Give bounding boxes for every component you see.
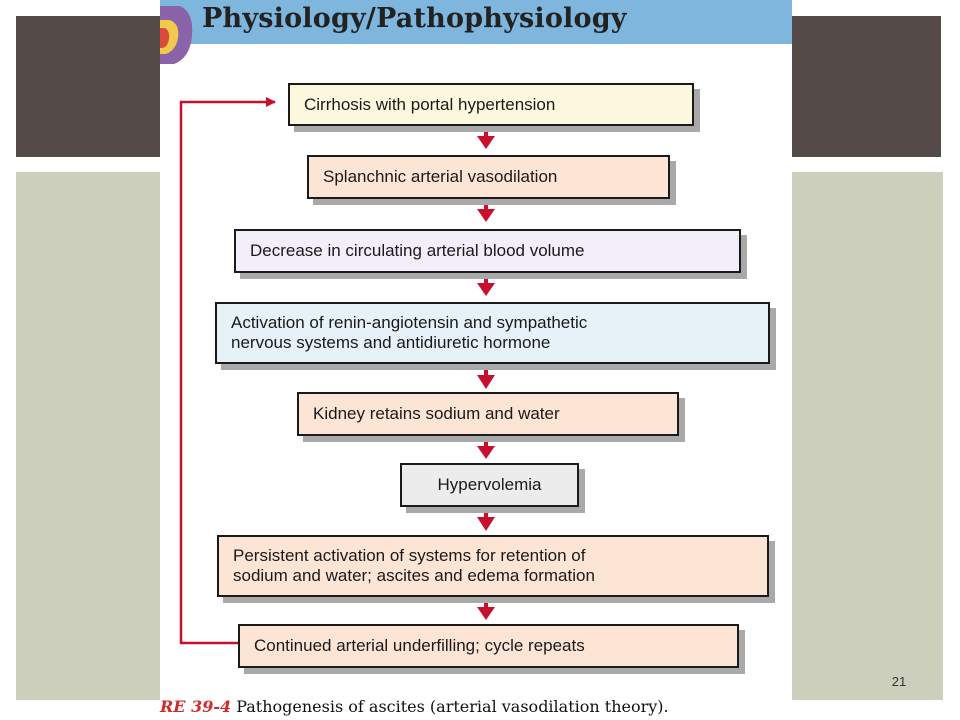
flow-step-kidney: Kidney retains sodium and water	[297, 392, 679, 436]
figure-caption: RE 39-4 Pathogenesis of ascites (arteria…	[160, 697, 669, 716]
flow-step-text: Persistent activation of systems for ret…	[233, 546, 595, 586]
flow-step-underfilling: Continued arterial underfilling; cycle r…	[238, 624, 739, 668]
caption-text: Pathogenesis of ascites (arterial vasodi…	[236, 697, 669, 716]
down-arrow	[477, 199, 495, 222]
flow-step-text: Cirrhosis with portal hypertension	[304, 94, 556, 114]
flow-step-line: nervous systems and antidiuretic hormone	[231, 333, 551, 352]
flow-step-persistent-activation: Persistent activation of systems for ret…	[217, 535, 769, 597]
down-arrow	[477, 507, 495, 531]
flow-step-blood-volume: Decrease in circulating arterial blood v…	[234, 229, 741, 273]
down-arrow	[477, 273, 495, 296]
flow-step-line: Persistent activation of systems for ret…	[233, 546, 586, 565]
flow-step-text: Kidney retains sodium and water	[313, 404, 560, 423]
figure-number: RE 39-4	[160, 697, 232, 716]
down-arrow	[477, 597, 495, 620]
flow-connectors	[179, 97, 495, 645]
figure-title: Physiology/Pathophysiology	[202, 3, 627, 34]
flow-step-cirrhosis: Cirrhosis with portal hypertension	[288, 83, 694, 126]
figure-header: Physiology/Pathophysiology	[160, 0, 792, 64]
down-arrow	[477, 436, 495, 459]
flow-step-activation: Activation of renin-angiotensin and symp…	[215, 302, 770, 364]
feedback-loop-arrow	[179, 97, 276, 645]
flow-step-line: Activation of renin-angiotensin and symp…	[231, 313, 588, 332]
flow-step-text: Decrease in circulating arterial blood v…	[250, 241, 585, 260]
flow-step-line: sodium and water; ascites and edema form…	[233, 566, 595, 585]
tooth-logo-icon	[160, 6, 193, 64]
flowchart-figure: Physiology/Pathophysiology	[160, 0, 792, 720]
down-arrow	[477, 364, 495, 389]
flow-step-text: Splanchnic arterial vasodilation	[323, 167, 558, 186]
flow-step-text: Hypervolemia	[437, 475, 542, 494]
flow-step-vasodilation: Splanchnic arterial vasodilation	[307, 155, 670, 199]
flow-step-text: Activation of renin-angiotensin and symp…	[231, 313, 587, 353]
flow-step-hypervolemia: Hypervolemia	[400, 463, 579, 507]
slide-page-number: 21	[891, 674, 907, 689]
flow-step-text: Continued arterial underfilling; cycle r…	[254, 636, 585, 655]
down-arrow	[477, 126, 495, 149]
